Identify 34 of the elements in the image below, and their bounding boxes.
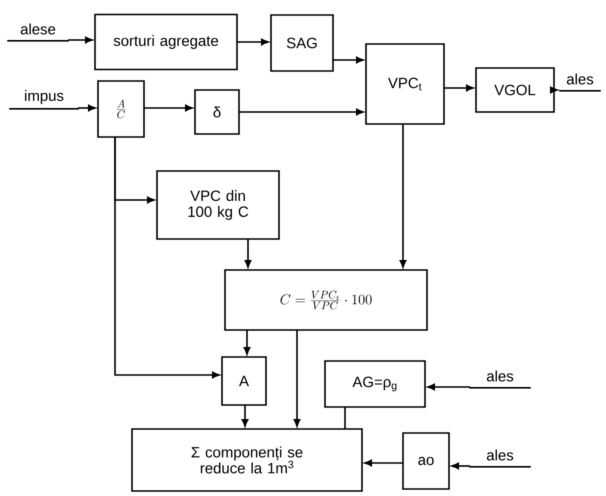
- block-box: sorturi agregate: [94, 14, 238, 70]
- arrow: [244, 239, 252, 268]
- arrow: [451, 462, 470, 470]
- input-label: ales: [469, 450, 531, 468]
- arrow: [239, 108, 364, 116]
- arrow: [78, 104, 96, 112]
- block-box: $C=\frac{VPC_{t}}{VPC}\cdot 100$: [224, 269, 428, 331]
- input-label: impus: [9, 90, 79, 110]
- arrow: [427, 384, 470, 390]
- arrow: [68, 36, 93, 44]
- block-box: VPC$_{t}$: [365, 43, 445, 125]
- arrow: [400, 124, 406, 268]
- block-box: VPC din 100 kg C: [156, 170, 280, 240]
- arrow: [242, 405, 248, 427]
- arrow: [244, 330, 250, 355]
- arrow: [144, 104, 193, 112]
- input-label: ales: [469, 370, 531, 389]
- block-box: Σ componenți se reduce la 1m$^{3}$: [131, 428, 363, 492]
- input-label: ales: [559, 74, 601, 92]
- arrow: [364, 460, 403, 466]
- arrow: [114, 137, 220, 378]
- block-box: SAG: [270, 14, 334, 72]
- arrow: [550, 86, 558, 94]
- block-box: VGOL: [475, 67, 555, 113]
- arrow: [333, 56, 364, 64]
- block-box: $\frac{A}{C}$: [97, 80, 145, 138]
- block-box: δ: [194, 89, 240, 135]
- arrow: [444, 84, 474, 92]
- arrow: [237, 38, 269, 46]
- arrow: [294, 330, 300, 427]
- block-box: ao: [402, 432, 450, 490]
- block-box: AG=ρ$_{g}$: [324, 360, 426, 408]
- block-box: A: [221, 356, 267, 406]
- input-label: alese: [7, 24, 69, 42]
